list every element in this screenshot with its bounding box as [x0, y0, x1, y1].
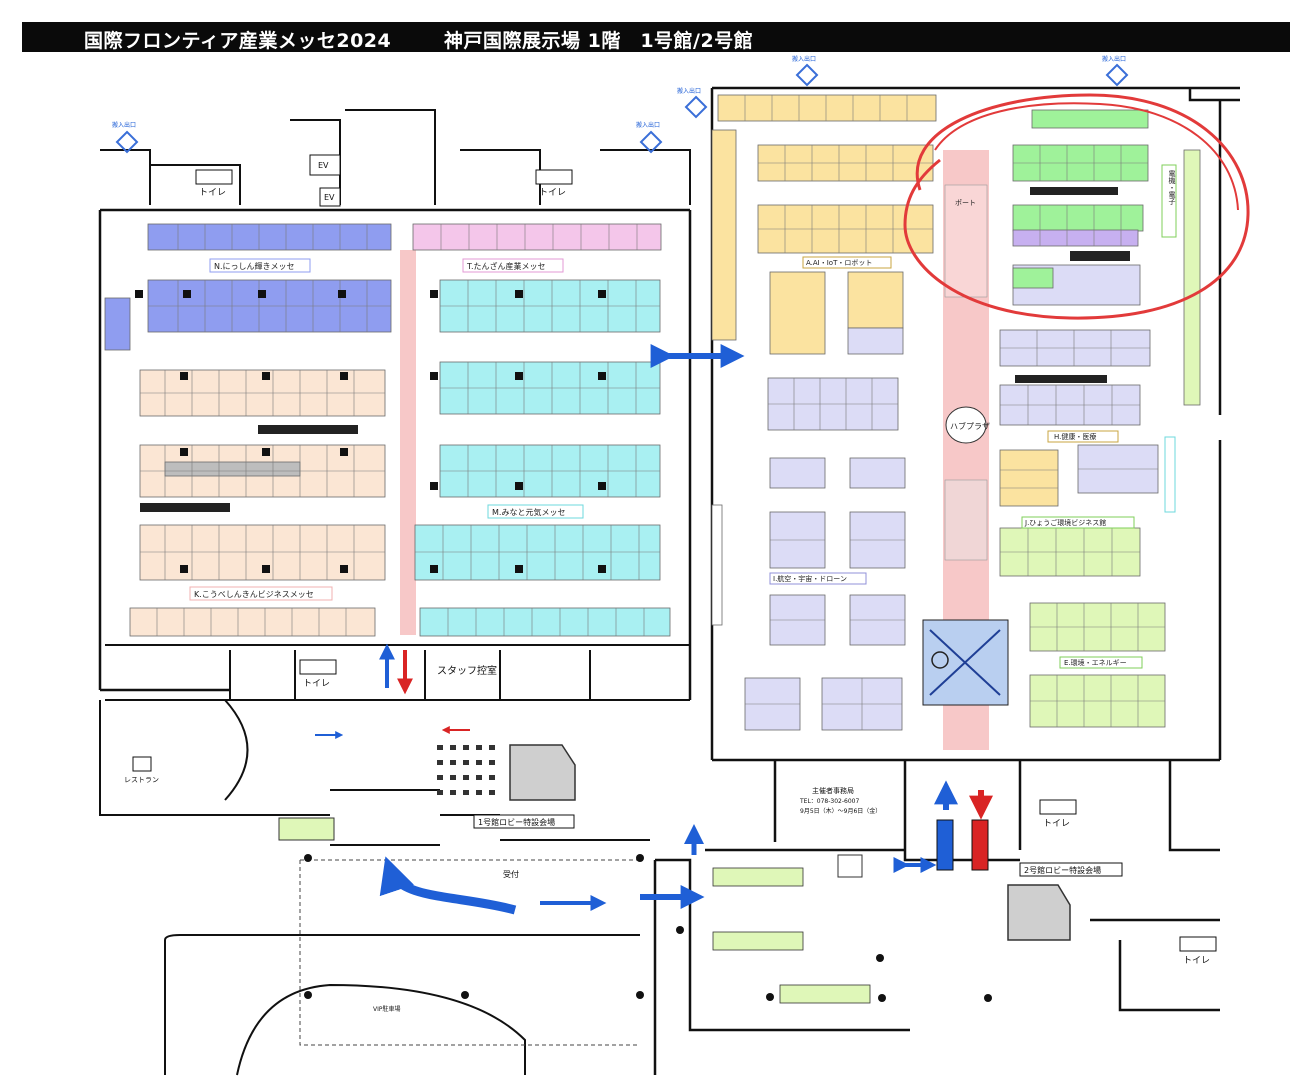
zone-label-electric: 電機・電子 [1168, 170, 1176, 205]
entrance-label: 搬入出口 [792, 55, 816, 63]
title-bar: 国際フロンティア産業メッセ2024 神戸国際展示場 1階 1号館/2号館 [22, 22, 1290, 52]
organizer-dates: 9月5日（木）～9月6日（金） [800, 807, 881, 815]
drone-area [922, 619, 1009, 706]
hall1-lobby-label: 1号館ロビー特設会場 [478, 817, 555, 827]
pillars-hall1 [135, 290, 606, 573]
zone-label-aiiot: A.AI・IoT・ロボット [806, 259, 872, 267]
ev-label: EV [324, 193, 335, 202]
zone-label-hyogo: J.ひょうご環境ビジネス館 [1024, 518, 1106, 527]
reception-label: 受付 [503, 869, 519, 879]
main-aisle-hall1 [400, 250, 416, 635]
flow-arrows [315, 344, 993, 915]
escalator-up [936, 819, 954, 871]
booths-hall1 [104, 223, 671, 637]
ev-label: EV [318, 161, 329, 170]
organizer-office-label: 主催者事務局 [812, 786, 854, 795]
toilet-label: トイレ [1183, 956, 1210, 966]
vip-label: VIP駐車場 [373, 1005, 401, 1013]
highlight-circle [903, 93, 1250, 320]
organizer-tel: TEL：078-302-6007 [799, 798, 859, 805]
hall2-lobby-label: 2号館ロビー特設会場 [1024, 865, 1101, 875]
toilet-label: トイレ [1043, 819, 1070, 829]
event-title: 国際フロンティア産業メッセ2024 [84, 30, 392, 52]
toilet-label: トイレ [199, 188, 226, 198]
staff-room-label: スタッフ控室 [437, 664, 497, 677]
lobby-seating-hall2 [712, 867, 871, 1004]
escalator-down [971, 819, 989, 871]
zone-label-health: H.健康・医療 [1054, 432, 1096, 441]
zone-label-koberin: K.こうべしんきんビジネスメッセ [194, 590, 314, 599]
entrance-label: 搬入出口 [112, 121, 136, 129]
zone-label-medical: I.航空・宇宙・ドローン [773, 574, 847, 583]
zone-label-nikkei: N.にっしん輝きメッセ [214, 261, 295, 271]
entrance-label: 搬入出口 [636, 121, 660, 129]
entrance-label: 搬入出口 [677, 87, 701, 95]
entrance-label: 搬入出口 [1102, 55, 1126, 63]
port-label: ポート [955, 199, 976, 207]
entrance-icons-hall1: 搬入出口 搬入出口 搬入出口 搬入出口 搬入出口 [112, 55, 1129, 154]
toilet-label: トイレ [539, 188, 566, 198]
toilet-label: トイレ [303, 679, 330, 689]
zone-label-minato: M.みなと元気メッセ [492, 507, 565, 517]
hall-1 [98, 109, 692, 1076]
lobby-seating [437, 745, 495, 795]
harbor-plaza-label: ハブプラザ [950, 421, 990, 431]
venue-title: 神戸国際展示場 1階 1号館/2号館 [444, 30, 754, 52]
zone-label-tanzan: T.たんざん産業メッセ [466, 261, 545, 271]
restaurant-label: レストラン [124, 776, 159, 784]
zone-label-energy: E.環境・エネルギー [1064, 658, 1127, 667]
